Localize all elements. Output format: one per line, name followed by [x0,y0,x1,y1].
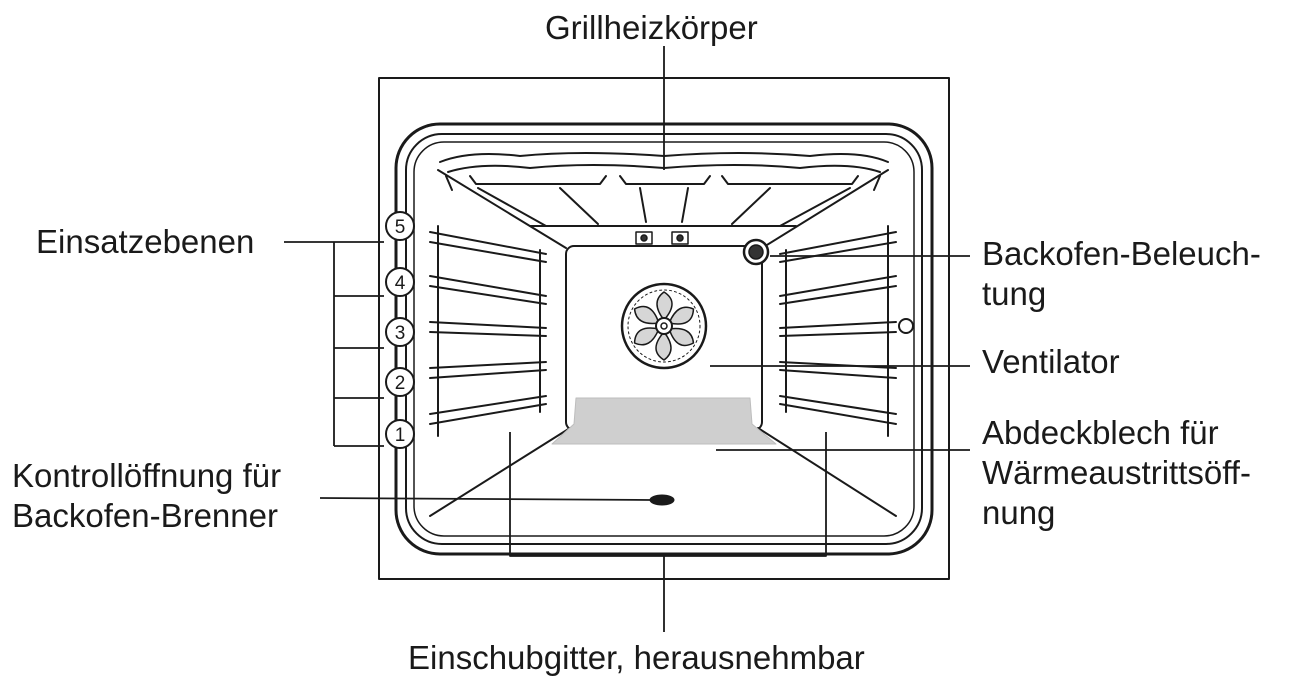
label-text-line: Wärmeaustrittsöff- [982,454,1251,491]
label-oven-lamp: Backofen-Beleuch- tung [982,234,1261,314]
label-text-line: Backofen-Beleuch- [982,235,1261,272]
label-heat-outlet-cover: Abdeckblech für Wärmeaustrittsöff- nung [982,413,1251,533]
burner-inspection-opening [649,494,675,506]
level-markers [385,211,415,449]
label-text-line: Abdeckblech für [982,414,1219,451]
label-text: Grillheizkörper [545,9,758,46]
fan [620,282,708,370]
label-burner-inspection-opening: Kontrollöffnung für Backofen-Brenner [12,456,281,536]
side-rack-left [429,225,547,437]
label-fan: Ventilator [982,342,1120,382]
level-number: 3 [395,323,406,344]
heat-outlet-cover [551,397,777,445]
level-number: 5 [395,217,406,238]
level-marker [385,267,415,297]
level-number: 1 [395,425,406,446]
leader-kontroll [319,497,653,501]
label-text-line: Backofen-Brenner [12,497,278,534]
level-marker [385,317,415,347]
grill-connectors [635,231,689,245]
level-marker [385,419,415,449]
side-rack-right [779,225,914,437]
level-number: 4 [395,273,406,294]
label-text: Einsatzebenen [36,223,255,260]
label-text: Ventilator [982,343,1120,380]
label-text-line: nung [982,494,1056,531]
level-marker [385,211,415,241]
label-removable-racks: Einschubgitter, herausnehmbar [408,638,865,678]
leader-einschub [509,432,827,632]
label-text-line: Kontrollöffnung für [12,457,282,494]
level-marker [385,367,415,397]
leader-ebenen [284,241,384,447]
label-text-line: tung [982,275,1047,312]
level-number: 2 [395,373,406,394]
label-rack-levels: Einsatzebenen [36,222,254,262]
oven-lamp [742,238,770,266]
label-text: Einschubgitter, herausnehmbar [408,639,865,676]
label-grill-heating-element: Grillheizkörper [545,8,758,48]
